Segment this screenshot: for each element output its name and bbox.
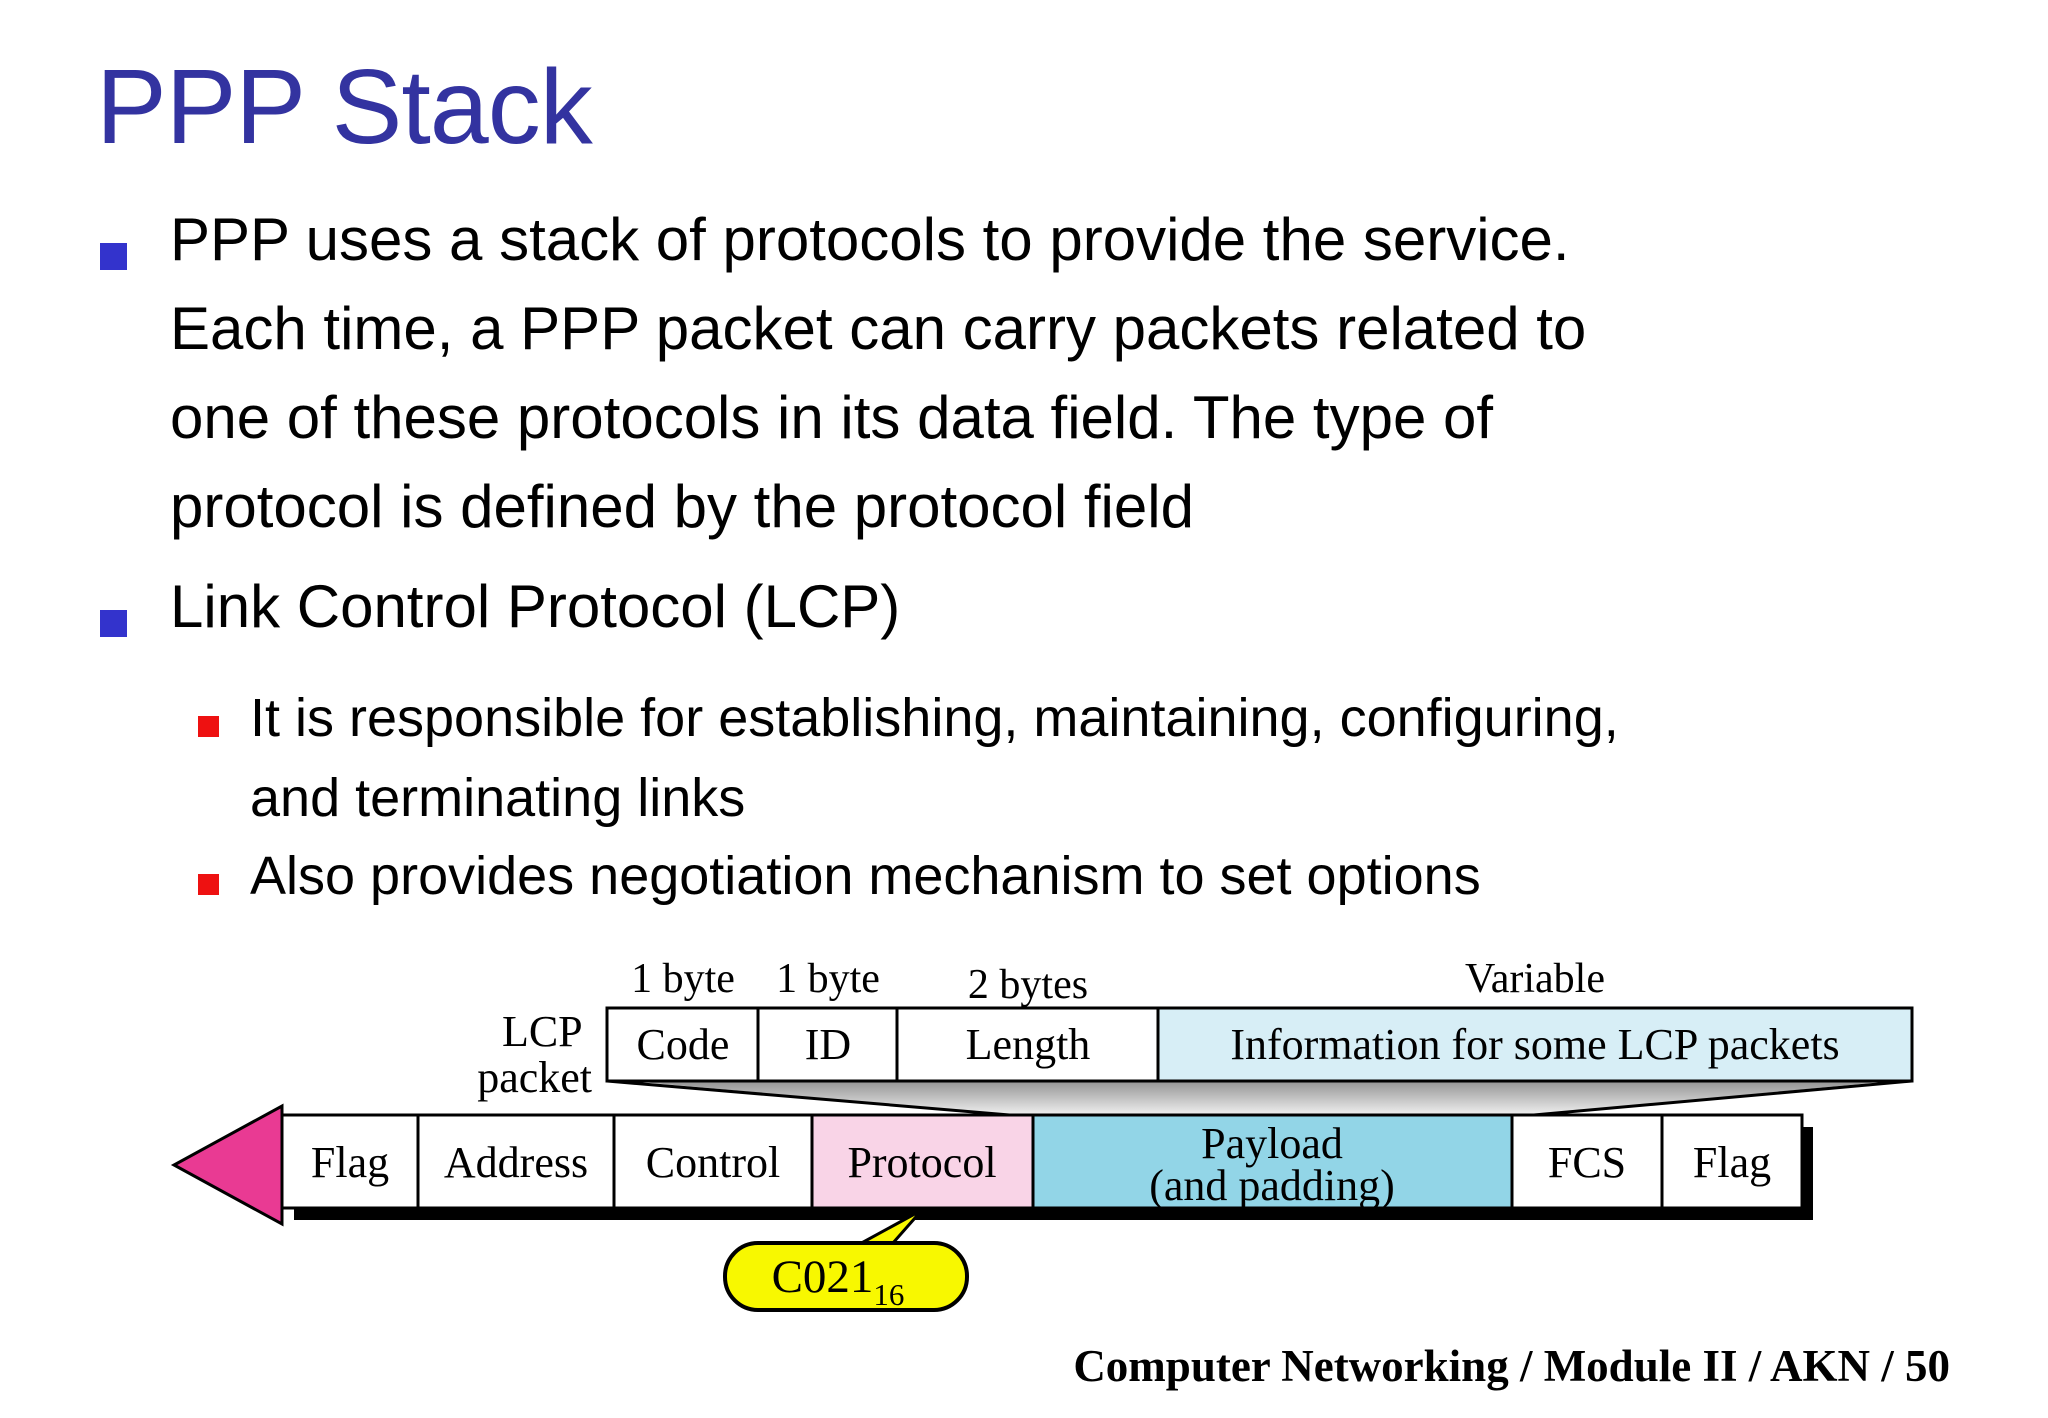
lcp-cell-id: [756, 1006, 899, 1083]
sub-bullet-square-icon: [198, 874, 219, 895]
protocol-value-hex: C021: [772, 1251, 874, 1303]
bullet-square-icon: [100, 610, 127, 637]
size-label-information: Variable: [1465, 956, 1605, 1002]
size-label-id: 1 byte: [776, 956, 880, 1002]
lcp-cell-information: [1156, 1006, 1914, 1083]
frame-label-flag-end: Flag: [1693, 1138, 1771, 1187]
lcp-cell-information-label: Information for some LCP packets: [1230, 1020, 1839, 1069]
frame-label-address: Address: [444, 1138, 588, 1187]
funnel-right-edge: [1511, 1079, 1913, 1119]
bullet-text-2: Link Control Protocol (LCP): [170, 573, 901, 640]
frame-label-fcs: FCS: [1548, 1138, 1626, 1187]
funnel-left-edge: [606, 1079, 1034, 1119]
slide-footer: Computer Networking / Module II / AKN / …: [1073, 1341, 1950, 1391]
lcp-cell-code-label: Code: [637, 1020, 730, 1069]
bullet-text-1: PPP uses a stack of protocols to provide…: [170, 206, 1587, 540]
bullet-square-shape: [100, 610, 127, 637]
frame-label-payload-line2: (and padding): [1149, 1161, 1395, 1210]
lcp-cell-id-label: ID: [805, 1020, 851, 1069]
frame-label-protocol: Protocol: [847, 1138, 996, 1187]
sub-bullet-square-icon: [198, 716, 219, 737]
protocol-value-text: C02116: [772, 1251, 905, 1312]
frame-cell-fcs: [1510, 1113, 1664, 1210]
protocol-value-callout: [723, 1241, 969, 1312]
lcp-packet-label: LCP packet: [477, 1007, 592, 1102]
sub-bullet-square-shape: [198, 874, 219, 895]
frame-label-flag-start: Flag: [311, 1138, 389, 1187]
frame-cell-protocol: [810, 1113, 1035, 1210]
bullet-square-icon: [100, 243, 127, 270]
size-label-code: 1 byte: [631, 956, 735, 1002]
size-label-length: 2 bytes: [968, 962, 1088, 1008]
lcp-cell-length-label: Length: [966, 1020, 1091, 1069]
frame-label-payload: Payload: [1201, 1119, 1343, 1168]
frame-cell-control: [612, 1113, 814, 1210]
sub-bullet-text-1: It is responsible for establishing, main…: [250, 688, 1619, 828]
lcp-packet-label-line1: LCP: [502, 1007, 581, 1056]
sub-bullet-text-2: Also provides negotiation mechanism to s…: [250, 846, 1481, 906]
page-title: PPP Stack: [96, 48, 593, 166]
protocol-value-base: 16: [873, 1277, 904, 1312]
frame-cell-flag-end: [1660, 1113, 1804, 1210]
lcp-cell-code: [605, 1006, 760, 1083]
frame-cell-address: [416, 1113, 616, 1210]
bullet-square-shape: [100, 243, 127, 270]
direction-arrow-icon: [170, 1103, 284, 1227]
sub-bullet-square-shape: [198, 716, 219, 737]
frame-label-control: Control: [646, 1138, 780, 1187]
lcp-packet-label-line2: packet: [477, 1053, 592, 1102]
